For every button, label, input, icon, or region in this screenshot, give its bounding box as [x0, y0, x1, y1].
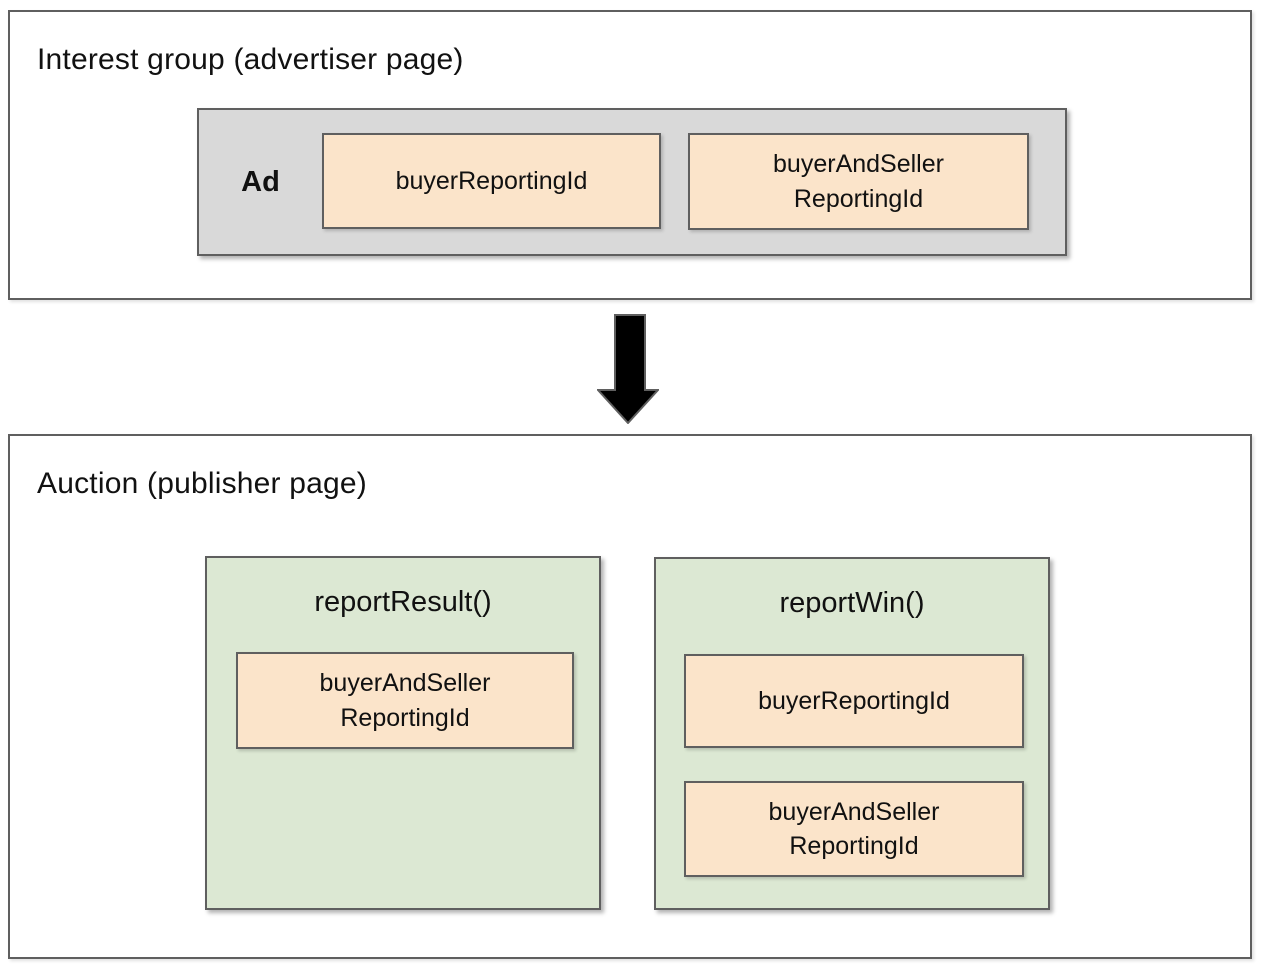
report-result-title: reportResult() [314, 586, 492, 618]
buyer-reporting-id-chip: buyerReportingId [684, 654, 1024, 748]
report-win-box: reportWin() buyerReportingId buyerAndSel… [654, 557, 1050, 910]
auction-section: Auction (publisher page) reportResult() … [8, 434, 1252, 959]
buyer-and-seller-reporting-id-chip: buyerAndSeller ReportingId [688, 133, 1029, 230]
interest-group-section: Interest group (advertiser page) Ad buye… [8, 10, 1252, 300]
buyer-and-seller-reporting-id-chip: buyerAndSeller ReportingId [684, 781, 1024, 877]
ad-container: Ad buyerReportingId buyerAndSeller Repor… [197, 108, 1067, 256]
report-win-title: reportWin() [779, 587, 925, 619]
down-arrow-icon [595, 314, 661, 425]
flow-arrow [595, 314, 661, 425]
ad-label: Ad [241, 165, 280, 198]
buyer-and-seller-reporting-id-chip: buyerAndSeller ReportingId [236, 652, 574, 749]
auction-title: Auction (publisher page) [37, 467, 367, 500]
interest-group-title: Interest group (advertiser page) [37, 43, 464, 76]
report-result-box: reportResult() buyerAndSeller ReportingI… [205, 556, 601, 910]
buyer-reporting-id-chip: buyerReportingId [322, 133, 661, 229]
